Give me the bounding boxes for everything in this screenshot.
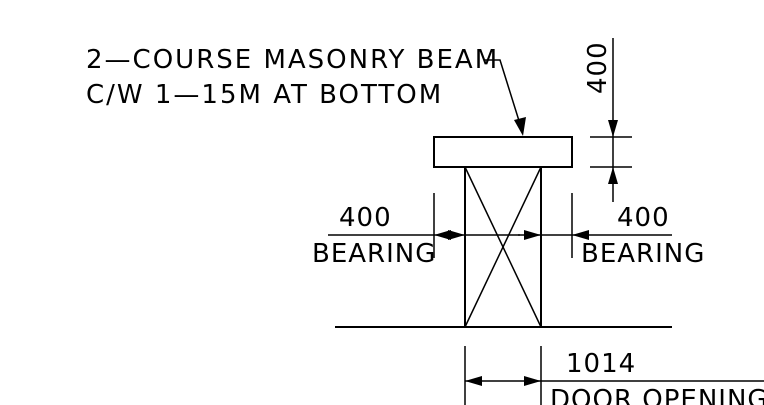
opening-arrow-left — [465, 376, 482, 386]
opening-value: 1014 — [566, 349, 636, 379]
depth-arrow-top — [608, 120, 618, 137]
note-leader-arrowhead — [514, 117, 526, 136]
note-leader-line — [484, 59, 521, 125]
left-bearing-label: BEARING — [312, 239, 436, 269]
left-bearing-arrow-left — [434, 230, 451, 240]
right-bearing-arrow-right — [572, 230, 589, 240]
right-bearing-value: 400 — [617, 203, 670, 233]
left-bearing-value: 400 — [339, 203, 392, 233]
opening-label: DOOR OPENING — [550, 385, 764, 405]
depth-arrow-bottom — [608, 167, 618, 184]
opening-cross-line-b — [464, 166, 542, 328]
right-bearing-arrow-left — [524, 230, 541, 240]
left-bearing-arrow-right — [448, 230, 465, 240]
masonry-beam — [433, 136, 573, 168]
beam-depth-value: 400 — [583, 41, 613, 94]
note-line-1: 2—COURSE MASONRY BEAM — [86, 45, 499, 75]
note-line-2: C/W 1—15M AT BOTTOM — [86, 80, 443, 110]
opening-arrow-right — [524, 376, 541, 386]
right-bearing-label: BEARING — [581, 239, 705, 269]
